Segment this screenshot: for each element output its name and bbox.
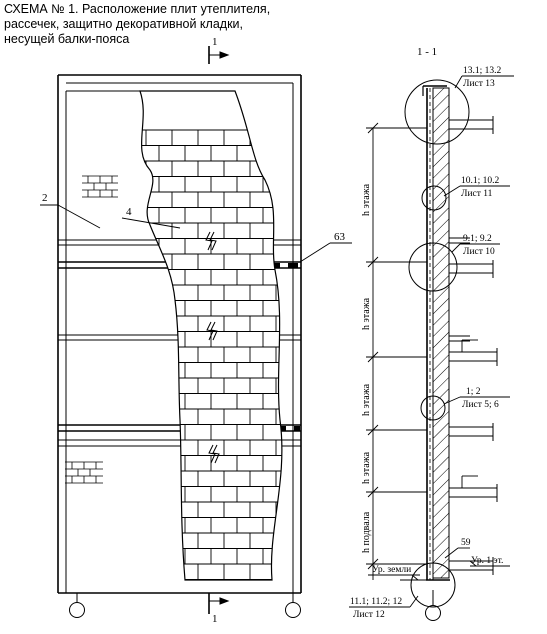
section-mark-bottom: [208, 593, 230, 614]
brick-patch-upper: [82, 175, 118, 198]
callout-ref-4: 1; 2: [466, 387, 481, 397]
title-line-1: СХЕМА № 1. Расположение плит утеплителя,: [4, 2, 271, 16]
elevation-view: 2 4 63 1 1: [40, 36, 352, 625]
section-view: 1 - 1: [349, 46, 514, 621]
dim-floor-3: h этажа: [361, 383, 372, 416]
callout-sheet-3: Лист 10: [463, 247, 495, 257]
detail-circles: [404, 79, 470, 608]
dim-floor-1: h этажа: [361, 183, 372, 216]
section-slabs: [448, 116, 498, 575]
section-wall: [422, 85, 450, 581]
section-ticks: [449, 237, 478, 488]
level-marks: [368, 547, 510, 581]
dim-floor-4: h этажа: [361, 451, 372, 484]
callout-ref-5: 11.1; 11.2; 12: [350, 597, 402, 607]
label-63: 63: [334, 231, 346, 243]
first-floor-level-label: Ур. 1 эт.: [471, 556, 503, 566]
section-number-bottom: 1: [212, 613, 218, 625]
title-line-3: несущей балки-пояса: [4, 32, 130, 46]
callout-leaders: [349, 75, 514, 608]
callout-sheet-1: Лист 13: [463, 79, 495, 89]
break-marks: [205, 231, 220, 464]
axis-markers: [69, 593, 301, 618]
callout-ref-3: 9.1; 9.2: [463, 234, 492, 244]
title-line-2: рассечек, защитно декоративной кладки,: [4, 17, 243, 31]
facade-frame: [57, 74, 302, 594]
callout-sheet-2: Лист 11: [461, 189, 493, 199]
leader-lines: [40, 204, 352, 263]
callout-ref-1: 13.1; 13.2: [463, 66, 502, 76]
brick-patch-lower: [65, 461, 103, 484]
section-title: 1 - 1: [417, 46, 437, 58]
label-4: 4: [126, 206, 132, 218]
diagram-title: СХЕМА № 1. Расположение плит утеплителя,…: [4, 2, 304, 47]
label-59: 59: [461, 538, 471, 548]
callout-sheet-4: Лист 5; 6: [462, 400, 499, 410]
callout-ref-2: 10.1; 10.2: [461, 176, 500, 186]
dimension-line: [366, 122, 427, 580]
label-2: 2: [42, 192, 48, 204]
section-number-top: 1: [212, 36, 218, 48]
section-axis-marker: [425, 590, 441, 621]
section-mark-top: [208, 46, 230, 64]
callout-sheet-5: Лист 12: [353, 610, 385, 620]
ground-level-label: Ур. земли: [372, 565, 411, 575]
dim-basement: h подвала: [361, 511, 372, 553]
dim-floor-2: h этажа: [361, 297, 372, 330]
